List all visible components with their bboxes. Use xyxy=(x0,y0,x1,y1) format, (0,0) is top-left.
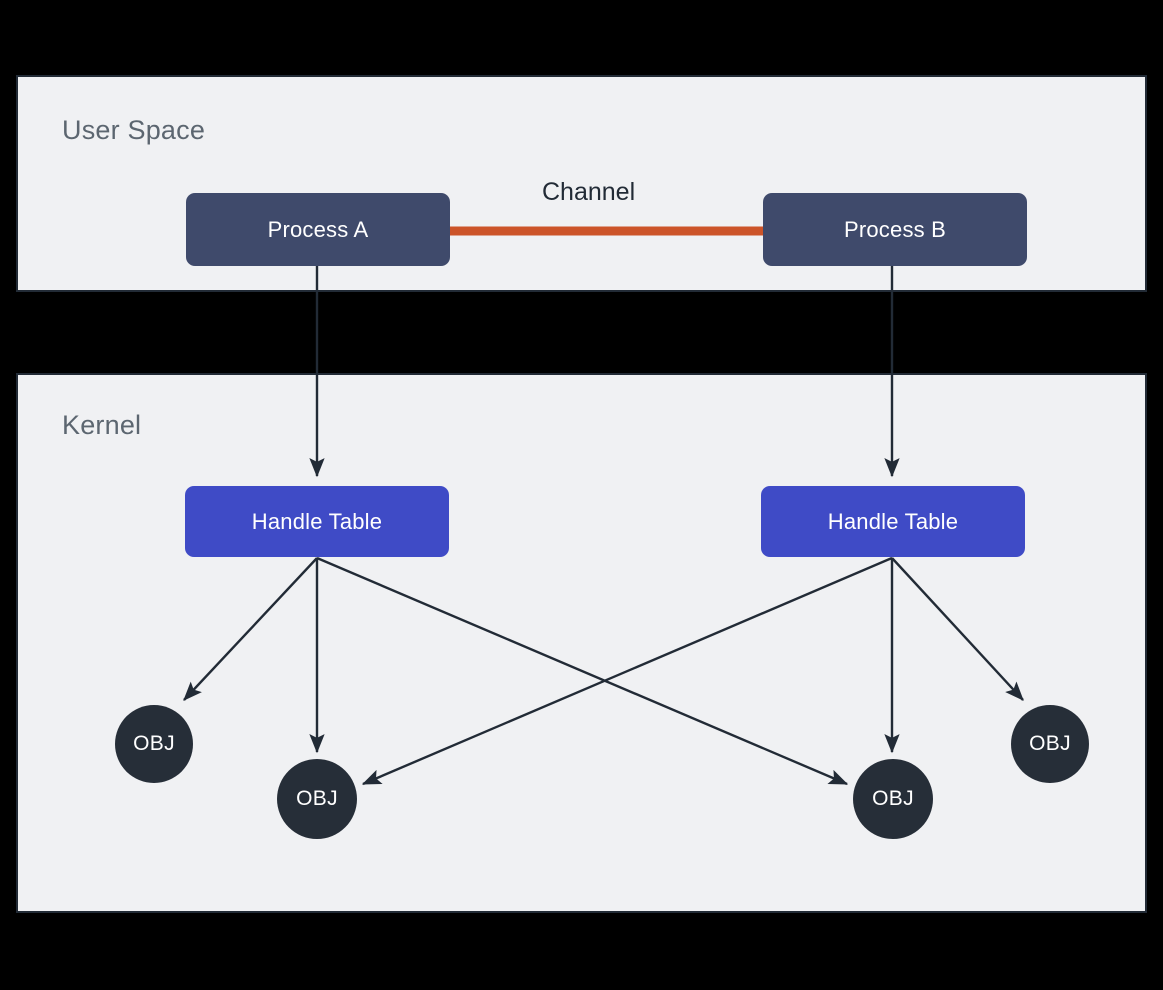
panel-user-space-label: User Space xyxy=(62,115,206,145)
node-process-a-label: Process A xyxy=(267,216,369,242)
node-object-4[interactable]: OBJ xyxy=(1011,705,1089,783)
node-handle-table-a-label: Handle Table xyxy=(251,508,383,534)
node-object-3[interactable]: OBJ xyxy=(853,759,933,839)
node-handle-table-b-label: Handle Table xyxy=(827,508,959,534)
node-object-1-label: OBJ xyxy=(133,732,175,755)
node-handle-table-a[interactable]: Handle Table xyxy=(185,486,449,557)
node-object-3-label: OBJ xyxy=(872,787,914,810)
channel-label: Channel xyxy=(542,178,636,206)
panel-kernel-label: Kernel xyxy=(62,410,142,440)
node-object-2-label: OBJ xyxy=(296,787,338,810)
node-process-b-label: Process B xyxy=(843,216,947,242)
node-object-2[interactable]: OBJ xyxy=(277,759,357,839)
node-process-b[interactable]: Process B xyxy=(763,193,1027,266)
panel-kernel: Kernel xyxy=(16,373,1147,913)
node-handle-table-b[interactable]: Handle Table xyxy=(761,486,1025,557)
node-object-1[interactable]: OBJ xyxy=(115,705,193,783)
node-object-4-label: OBJ xyxy=(1029,732,1071,755)
node-process-a[interactable]: Process A xyxy=(186,193,450,266)
